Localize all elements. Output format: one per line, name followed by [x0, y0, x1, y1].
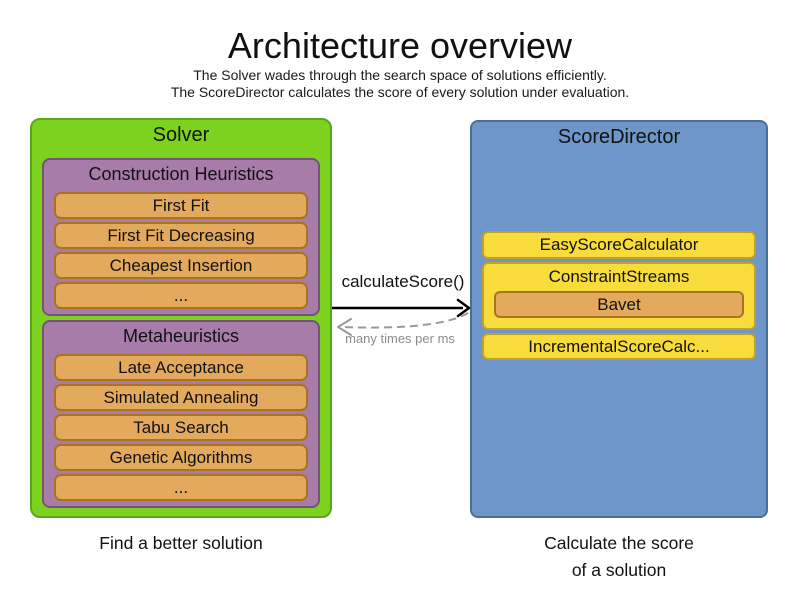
score-director-caption-line-1: Calculate the score — [544, 533, 694, 553]
page-title: Architecture overview — [227, 25, 573, 66]
score-director-box: ScoreDirector EasyScoreCalculator Constr… — [470, 120, 768, 518]
solid-right-arrow-icon — [332, 298, 471, 318]
algorithm-item-cheapest-insertion: Cheapest Insertion — [54, 252, 308, 279]
algorithm-item-ellipsis: ... — [54, 474, 308, 501]
construction-heuristics-group: Construction Heuristics First Fit First … — [42, 158, 320, 316]
solver-caption: Find a better solution — [99, 533, 263, 553]
frequency-label: many times per ms — [345, 331, 455, 346]
calculator-item-easy-score-calculator: EasyScoreCalculator — [482, 231, 756, 259]
score-director-caption-line-2: of a solution — [571, 560, 667, 580]
calculator-item-incremental-score-calculator: IncrementalScoreCalc... — [482, 333, 756, 360]
dashed-left-arrow-icon — [337, 312, 469, 336]
algorithm-item-late-acceptance: Late Acceptance — [54, 354, 308, 381]
subtitle-line-2: The ScoreDirector calculates the score o… — [170, 84, 630, 100]
score-director-caption: Calculate the score of a solution — [470, 530, 768, 584]
subtitle-line-1: The Solver wades through the search spac… — [193, 67, 607, 83]
algorithm-item-genetic-algorithms: Genetic Algorithms — [54, 444, 308, 471]
algorithm-item-simulated-annealing: Simulated Annealing — [54, 384, 308, 411]
calculate-score-arrows — [332, 298, 471, 336]
solver-label: Solver — [152, 124, 210, 146]
calculator-item-bavet: Bavet — [494, 291, 744, 318]
solver-box: Solver Construction Heuristics First Fit… — [30, 118, 332, 518]
calculator-item-constraint-streams: ConstraintStreams Bavet — [482, 262, 756, 330]
score-director-label: ScoreDirector — [557, 126, 681, 148]
algorithm-item-first-fit-decreasing: First Fit Decreasing — [54, 222, 308, 249]
calculate-score-call-label: calculateScore() — [341, 272, 465, 291]
construction-heuristics-label: Construction Heuristics — [88, 164, 274, 184]
constraint-streams-label: ConstraintStreams — [548, 267, 690, 286]
algorithm-item-first-fit: First Fit — [54, 192, 308, 219]
algorithm-item-ellipsis: ... — [54, 282, 308, 309]
metaheuristics-label: Metaheuristics — [122, 326, 240, 346]
algorithm-item-tabu-search: Tabu Search — [54, 414, 308, 441]
metaheuristics-group: Metaheuristics Late Acceptance Simulated… — [42, 320, 320, 508]
